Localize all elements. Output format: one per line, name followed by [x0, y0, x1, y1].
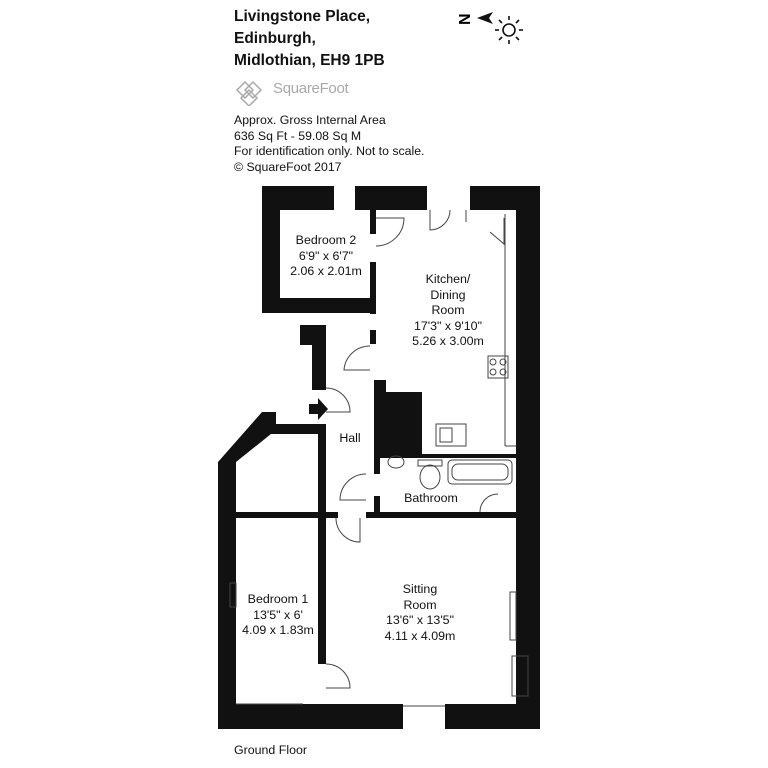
room-name-2: Dining: [430, 287, 466, 302]
area-info: Approx. Gross Internal Area 636 Sq Ft - …: [234, 113, 424, 175]
room-metric: 4.11 x 4.09m: [384, 628, 456, 643]
entrance-arrow-icon: [309, 398, 328, 420]
north-letter: N: [457, 13, 474, 25]
squarefoot-logo-icon: [235, 80, 263, 106]
north-arrow-icon: [477, 12, 493, 24]
address-block: Livingstone Place, Edinburgh, Midlothian…: [234, 6, 385, 72]
room-name-2: Room: [403, 597, 437, 612]
room-name: Hall: [339, 431, 361, 445]
basin-icon: [387, 455, 405, 469]
kitchen-sink-icon: [435, 423, 467, 447]
compass-graphic: N: [457, 12, 523, 44]
area-info-line-4: © SquareFoot 2017: [234, 159, 342, 174]
room-name-3: Room: [431, 303, 465, 317]
area-info-line-3: For identification only. Not to scale.: [234, 144, 425, 158]
room-metric: 5.26 x 3.00m: [412, 334, 484, 348]
room-sitting: Sitting Room 13'6" x 13'5" 4.11 x 4.09m: [385, 582, 456, 644]
toilet-icon: [419, 464, 441, 490]
room-imperial: 6'9" x 6'7": [298, 248, 354, 263]
room-imperial: 13'6" x 13'5": [386, 613, 454, 627]
room-imperial: 13'5" x 6': [253, 607, 303, 622]
room-name: Bedroom 2: [295, 233, 357, 247]
logo-text: SquareFoot: [273, 80, 349, 97]
room-bedroom-2: Bedroom 2 6'9" x 6'7" 2.06 x 2.01m: [290, 233, 362, 280]
room-metric: 2.06 x 2.01m: [290, 264, 362, 278]
hob-icon: [487, 355, 509, 379]
sun-icon: [495, 16, 523, 44]
address-line-3: Midlothian, EH9 1PB: [234, 52, 385, 69]
room-name: Bathroom: [404, 491, 458, 505]
room-bedroom-1: Bedroom 1 13'5" x 6' 4.09 x 1.83m: [242, 592, 314, 639]
internal-walls: [236, 210, 516, 664]
room-bathroom: Bathroom: [404, 491, 458, 507]
room-imperial: 17'3" x 9'10": [414, 318, 482, 333]
outer-walls: [218, 186, 540, 729]
bath-icon: [447, 459, 513, 485]
area-info-line-2: 636 Sq Ft - 59.08 Sq M: [234, 128, 362, 143]
squarefoot-logo: SquareFoot: [233, 76, 373, 106]
room-name: Bedroom 1: [247, 592, 309, 606]
room-hall: Hall: [339, 431, 360, 447]
compass: N: [455, 4, 535, 49]
area-info-line-1: Approx. Gross Internal Area: [234, 113, 386, 127]
room-name-1: Kitchen/: [425, 272, 471, 286]
address-line-2: Edinburgh,: [234, 30, 316, 47]
room-name-1: Sitting: [402, 582, 438, 596]
room-metric: 4.09 x 1.83m: [242, 623, 314, 637]
fixtures: [229, 214, 529, 697]
floor-label: Ground Floor: [234, 743, 308, 757]
address-line-1: Livingstone Place,: [234, 8, 371, 25]
doors: [236, 209, 505, 707]
room-kitchen-dining: Kitchen/ Dining Room 17'3" x 9'10" 5.26 …: [412, 272, 484, 350]
